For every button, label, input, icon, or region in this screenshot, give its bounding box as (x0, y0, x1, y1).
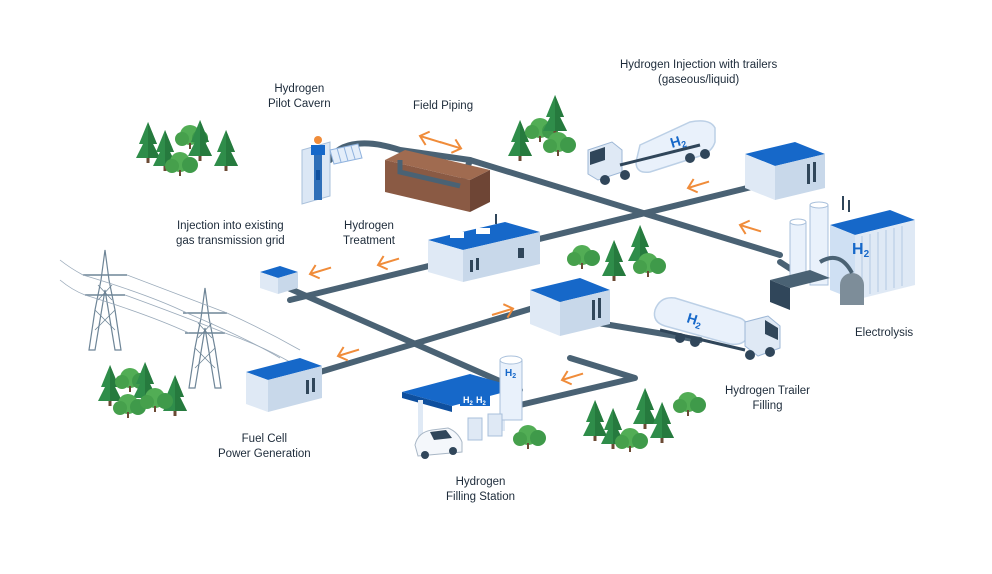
label-line: Hydrogen (455, 476, 506, 488)
field-piping-storage (385, 150, 490, 212)
tree-filling-station (513, 425, 546, 449)
tree-group-top-left (136, 120, 238, 176)
arrow-electrolysis (736, 217, 765, 240)
label-fuel-cell: Fuel Cell Power Generation (218, 432, 311, 462)
trailer-station-unit (745, 142, 825, 200)
label-line: Treatment (343, 235, 395, 247)
tree-group-left (98, 362, 187, 418)
label-treatment: Hydrogen Treatment (343, 219, 395, 249)
label-trailer-filling: Hydrogen Trailer Filling (725, 384, 810, 414)
arrow-filling-station (558, 365, 587, 388)
grid-injection-unit (260, 266, 298, 294)
label-injection-grid: Injection into existing gas transmission… (176, 219, 285, 249)
electrolysis-plant: H2 (770, 196, 915, 310)
arrow-trailer-station (684, 173, 713, 196)
arrow-field-piping-left (416, 128, 445, 151)
arrow-field-piping-right (436, 134, 465, 157)
label-line: Power Generation (218, 448, 311, 460)
truck-bottom-h2-label: H2 (685, 310, 705, 332)
label-line: Hydrogen (344, 220, 394, 232)
label-line: Hydrogen (274, 83, 325, 95)
power-grid (59, 249, 301, 389)
station-sign-h2-b: H2 (476, 395, 487, 407)
trailer-filling-unit (530, 278, 610, 336)
label-line: Hydrogen Injection with trailers (620, 59, 778, 71)
label-line: Field Piping (413, 100, 474, 112)
label-line: gas transmission grid (176, 235, 285, 247)
label-pilot-cavern: Hydrogen Pilot Cavern (268, 82, 331, 112)
label-line: (gaseous/liquid) (658, 74, 740, 86)
filling-station: H2 H2 H2 (402, 355, 523, 459)
pipe-filling-to-right (517, 355, 638, 408)
hydrogen-truck-bottom: H2 (653, 297, 781, 360)
label-line: Fuel Cell (241, 433, 288, 445)
arrow-grid-injection (306, 259, 335, 282)
fuel-cell-building (246, 358, 322, 412)
label-line: Injection into existing (176, 220, 284, 232)
label-filling-station: Hydrogen Filling Station (446, 475, 515, 505)
label-line: Hydrogen Trailer (725, 385, 811, 397)
label-line: Filling Station (446, 491, 516, 503)
car (414, 427, 463, 459)
label-line: Pilot Cavern (268, 98, 331, 110)
hydrogen-truck-top: H2 (587, 120, 716, 185)
tree-group-bottom-right (583, 388, 706, 452)
station-tank-h2-label: H2 (505, 368, 516, 380)
label-line: Electrolysis (855, 327, 914, 339)
pipe-network (267, 140, 803, 408)
pipe-grid-to-filling (267, 277, 523, 393)
label-field-piping: Field Piping (413, 99, 473, 114)
tree-group-center (567, 225, 666, 281)
pilot-cavern (301, 136, 363, 205)
label-electrolysis: Electrolysis (855, 326, 913, 341)
arrow-treatment (374, 250, 403, 273)
cavern-grid (329, 143, 363, 165)
truck-top-h2-label: H2 (668, 131, 688, 153)
pipe-cavern-to-electrolysis (467, 157, 783, 258)
station-sign-h2-a: H2 (463, 395, 474, 407)
electrolysis-h2-label: H2 (852, 241, 870, 260)
pipe-fuelcell-to-trailerfill (307, 297, 563, 378)
label-injection-trailers: Hydrogen Injection with trailers (gaseou… (620, 58, 777, 88)
treatment-building (428, 214, 540, 282)
tree-group-top-center (508, 95, 576, 161)
label-line: Filling (752, 400, 783, 412)
